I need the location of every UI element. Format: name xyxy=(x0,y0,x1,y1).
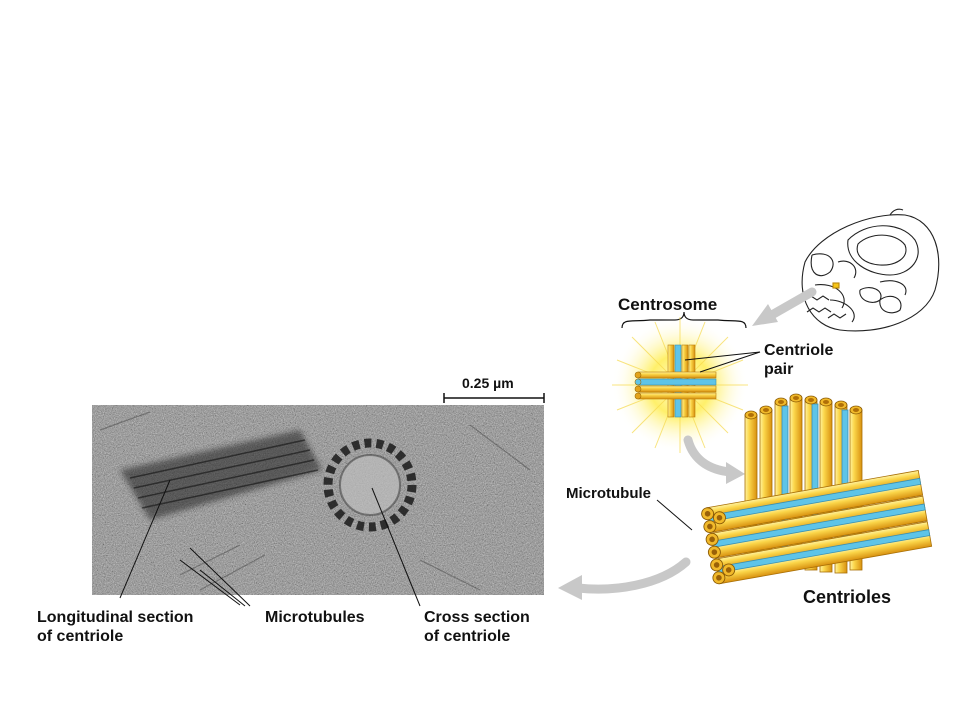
centrioles-label: Centrioles xyxy=(803,587,891,607)
scale-bar: 0.25 µm xyxy=(443,375,545,403)
cross-section-centriole-image xyxy=(323,438,417,532)
centriole-pair-label-line2: pair xyxy=(764,361,793,378)
microtubules-label: Microtubules xyxy=(265,609,365,626)
centriole-pair-label-line1: Centriole xyxy=(764,342,833,359)
microtubule-label: Microtubule xyxy=(566,485,651,502)
centrosome-label: Centrosome xyxy=(618,295,717,314)
cell-outline-icon xyxy=(801,208,940,332)
electron-micrograph xyxy=(92,405,544,595)
microtubule-leader xyxy=(656,499,693,531)
centrosome-to-centrioles-arrow xyxy=(683,435,735,477)
centrioles-to-micrograph-arrow xyxy=(573,557,691,594)
centrioles-large xyxy=(701,393,933,585)
cross-section-label-line2: of centriole xyxy=(424,628,510,645)
longitudinal-centriole-image xyxy=(120,430,322,520)
centriole-pair-small xyxy=(634,344,717,418)
micrograph-leaders xyxy=(119,479,421,607)
horizontal-centriole xyxy=(701,470,933,585)
centrosome-bracket xyxy=(621,311,747,329)
longitudinal-section-label-line2: of centriole xyxy=(37,628,123,645)
longitudinal-section-label-line1: Longitudinal section xyxy=(37,609,193,626)
centriole-pair-leaders xyxy=(684,351,761,373)
scale-bar-label: 0.25 µm xyxy=(462,375,514,391)
cell-to-centrosome-arrow xyxy=(765,287,817,321)
cross-section-label-line1: Cross section xyxy=(424,609,530,626)
